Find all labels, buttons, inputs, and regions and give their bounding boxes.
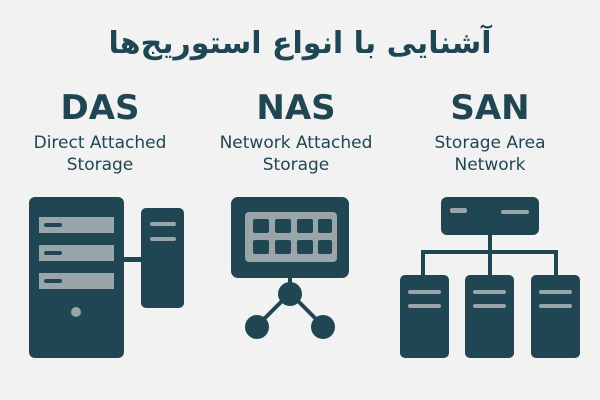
das-line1: Direct Attached <box>33 133 167 153</box>
das-abbr: DAS <box>60 88 140 128</box>
san-icon <box>400 197 580 358</box>
das-icon <box>29 197 184 358</box>
nas-line1: Network Attached <box>219 133 373 153</box>
san-line1: Storage Area <box>434 133 546 153</box>
page-title: آشنایی با انواع استوریج‌ها <box>108 26 492 61</box>
das-line2: Storage <box>66 155 134 175</box>
nas-icon <box>231 197 349 339</box>
nas-heading: NAS Network Attached Storage <box>196 88 396 176</box>
san-abbr: SAN <box>450 88 530 128</box>
san-heading: SAN Storage Area Network <box>390 88 590 176</box>
nas-abbr: NAS <box>256 88 336 128</box>
das-heading: DAS Direct Attached Storage <box>0 88 200 176</box>
san-line2: Network <box>454 155 526 175</box>
nas-line2: Storage <box>262 155 330 175</box>
